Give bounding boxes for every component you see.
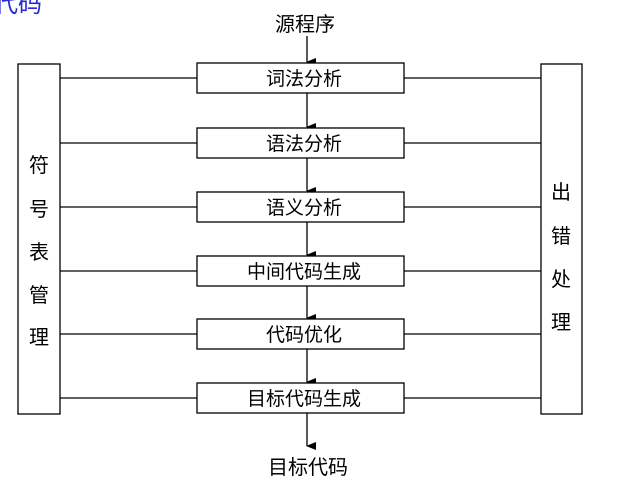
- stage-label: 代码优化: [266, 324, 342, 346]
- stage-label: 中间代码生成: [247, 261, 361, 283]
- stage-label: 语法分析: [266, 133, 342, 155]
- corner-fragment-text: 代码: [0, 0, 42, 18]
- symbol-table-char: 号: [29, 197, 49, 221]
- error-handling-char: 出: [551, 180, 571, 204]
- stage-box: [196, 127, 405, 159]
- error-handling-char: 错: [551, 224, 571, 248]
- stage-label: 语义分析: [266, 197, 342, 219]
- stage-box: [196, 318, 405, 350]
- symbol-table-char: 表: [29, 240, 49, 264]
- stage-label: 目标代码生成: [247, 388, 361, 410]
- source-program-label: 源程序: [275, 12, 335, 36]
- stage-box: [196, 255, 405, 287]
- error-handling-char: 处: [551, 267, 571, 291]
- error-handling-box: [540, 63, 583, 415]
- target-code-label: 目标代码: [268, 455, 348, 479]
- stage-box: [196, 191, 405, 223]
- symbol-table-char: 符: [29, 153, 49, 177]
- stage-label: 词法分析: [266, 68, 342, 90]
- symbol-table-char: 理: [29, 325, 49, 349]
- connector-lines: [60, 36, 541, 450]
- error-handling-char: 理: [551, 310, 571, 334]
- stage-box: [196, 62, 405, 94]
- symbol-table-char: 管: [29, 283, 49, 307]
- stage-box: [196, 382, 405, 414]
- symbol-table-box: [17, 63, 61, 415]
